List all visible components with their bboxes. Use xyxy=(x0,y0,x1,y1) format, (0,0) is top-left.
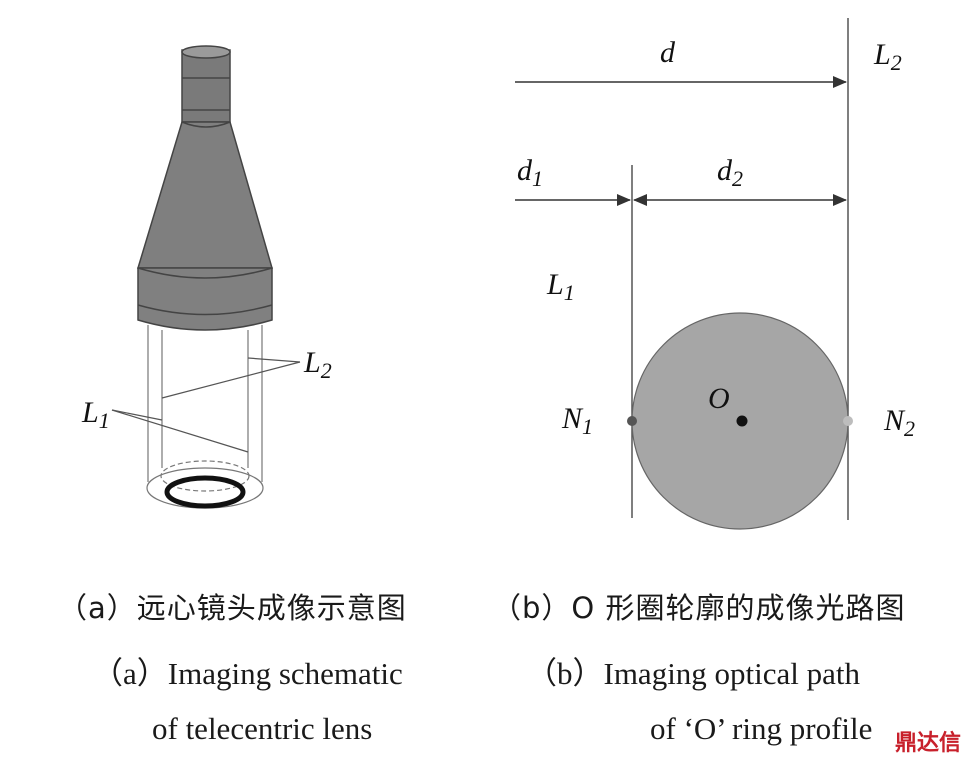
light-path-cylinder xyxy=(146,325,264,509)
label-d: d xyxy=(660,36,676,69)
lens-top-cap xyxy=(181,49,231,123)
lens-top-cap-rim xyxy=(181,45,231,59)
label-d1: d1 xyxy=(517,154,543,191)
label-a-L1: L1 xyxy=(81,396,110,433)
caption-a-english-line2: of telecentric lens xyxy=(152,711,373,746)
caption-b-english-line2: of ‘O’ ring profile xyxy=(650,711,873,746)
telecentric-lens-drawing: L1 L2 xyxy=(81,45,332,509)
label-b-L2: L2 xyxy=(873,38,902,75)
caption-a-chinese: （a）远心镜头成像示意图 xyxy=(58,591,407,625)
leader-lines xyxy=(111,357,301,453)
label-O: O xyxy=(708,382,730,415)
caption-b-english-line1: （b）Imaging optical path xyxy=(526,656,861,691)
watermark-logo: 鼎达信 xyxy=(894,731,961,756)
caption-a-english-line1: （a）Imaging schematic xyxy=(92,656,403,691)
label-d2: d2 xyxy=(717,154,743,191)
label-N2: N2 xyxy=(883,404,915,441)
point-N2 xyxy=(843,416,853,426)
caption-b-chinese: （b）O 形圈轮廓的成像光路图 xyxy=(492,591,906,625)
lens-bottom-ring xyxy=(137,267,273,331)
label-N1: N1 xyxy=(561,402,593,439)
lens-cone-body xyxy=(136,121,273,269)
label-b-L1: L1 xyxy=(546,268,575,305)
o-ring xyxy=(164,475,246,509)
label-a-L2: L2 xyxy=(303,346,332,383)
point-N1 xyxy=(627,416,637,426)
center-point-O xyxy=(736,415,748,427)
optical-path-diagram: d d1 d2 L2 L1 O N1 N2 xyxy=(515,18,915,530)
